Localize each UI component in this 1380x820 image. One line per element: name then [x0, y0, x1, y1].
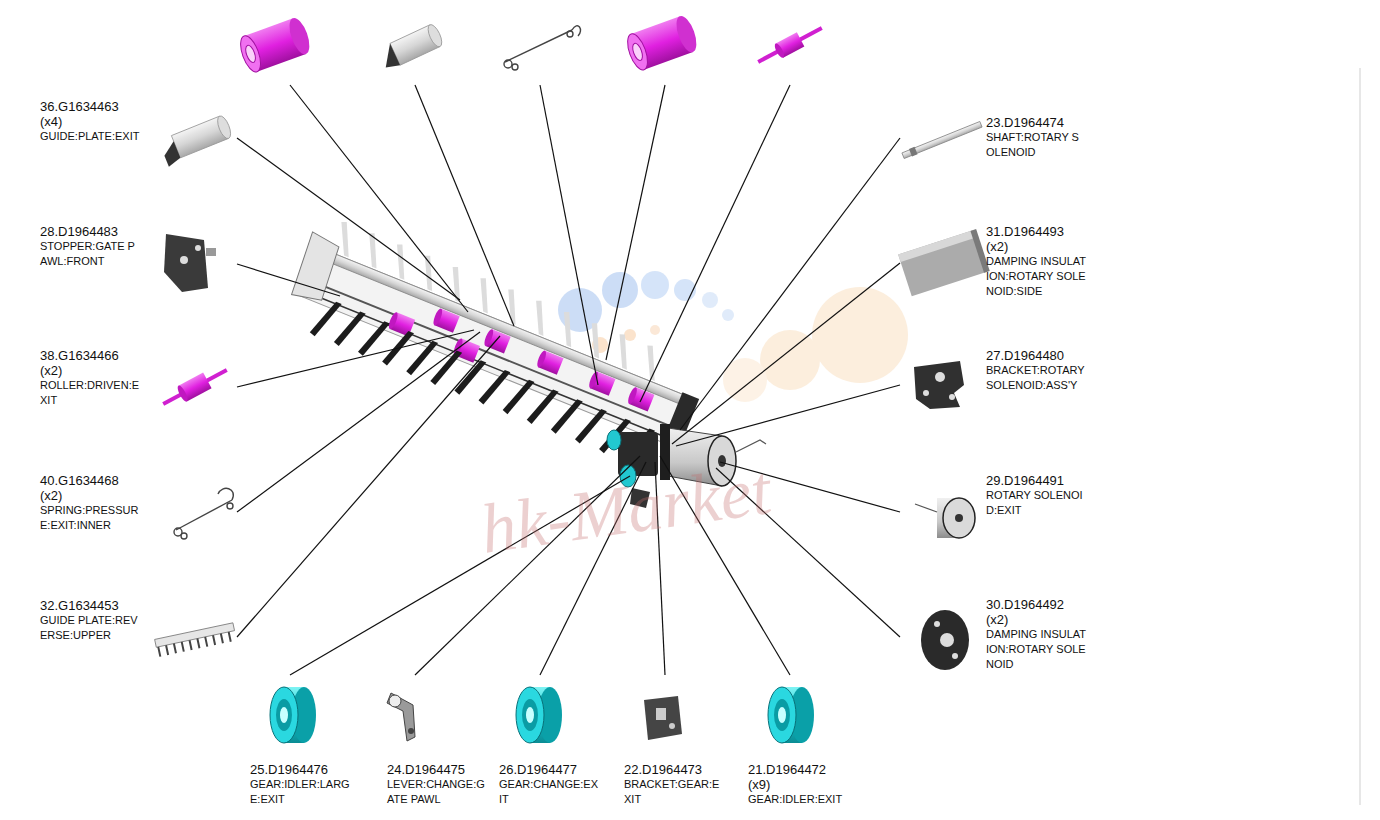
quantity: (x2): [40, 488, 148, 503]
callout-block: 22.D1964473BRACKET:GEAR:E XIT: [624, 762, 732, 807]
part-name: BRACKET:ROTARY SOLENOID:ASS'Y: [986, 363, 1094, 393]
callout-number: 23.D1964474: [986, 115, 1094, 130]
part-name: GEAR:IDLER:EXIT: [748, 792, 856, 807]
callout-number: 30.D1964492: [986, 597, 1094, 612]
callout-number: 31.D1964493: [986, 224, 1094, 239]
quantity: (x9): [748, 777, 856, 792]
part-name: GEAR:CHANGE:EX IT: [499, 777, 607, 807]
callout-number: 29.D1964491: [986, 473, 1094, 488]
part-name: GEAR:IDLER:LARG E:EXIT: [250, 777, 358, 807]
callout-block: 26.D1964477GEAR:CHANGE:EX IT: [499, 762, 607, 807]
watermark: hk-Market: [476, 450, 776, 570]
part-name: DAMPING INSULAT ION:ROTARY SOLE NOID: [986, 627, 1094, 672]
part-name: STOPPER:GATE P AWL:FRONT: [40, 239, 148, 269]
part-name: GUIDE:PLATE:EXIT: [40, 129, 148, 144]
part-name: LEVER:CHANGE:G ATE PAWL: [387, 777, 495, 807]
callout-block: 38.G1634466(x2)ROLLER:DRIVEN:E XIT: [40, 348, 148, 408]
callout-block: 21.D1964472(x9)GEAR:IDLER:EXIT: [748, 762, 856, 807]
part-name: DAMPING INSULAT ION:ROTARY SOLE NOID:SID…: [986, 254, 1094, 299]
part-name: GUIDE PLATE:REV ERSE:UPPER: [40, 613, 148, 643]
part-name: BRACKET:GEAR:E XIT: [624, 777, 732, 807]
quantity: (x2): [986, 612, 1094, 627]
quantity: (x2): [40, 363, 148, 378]
callout-block: 32.G1634453GUIDE PLATE:REV ERSE:UPPER: [40, 598, 148, 643]
callout-number: 21.D1964472: [748, 762, 856, 777]
callout-number: 27.D1964480: [986, 348, 1094, 363]
part-name: SHAFT:ROTARY S OLENOID: [986, 130, 1094, 160]
callout-number: 28.D1964483: [40, 224, 148, 239]
callout-block: 28.D1964483STOPPER:GATE P AWL:FRONT: [40, 224, 148, 269]
callout-number: 36.G1634463: [40, 99, 148, 114]
callout-number: 32.G1634453: [40, 598, 148, 613]
part-name: ROTARY SOLENOI D:EXIT: [986, 488, 1094, 518]
callout-block: 23.D1964474SHAFT:ROTARY S OLENOID: [986, 115, 1094, 160]
part-name: ROLLER:DRIVEN:E XIT: [40, 378, 148, 408]
callout-block: 24.D1964475LEVER:CHANGE:G ATE PAWL: [387, 762, 495, 807]
callout-block: 36.G1634463(x4)GUIDE:PLATE:EXIT: [40, 99, 148, 144]
callout-block: 29.D1964491ROTARY SOLENOI D:EXIT: [986, 473, 1094, 518]
callout-number: 22.D1964473: [624, 762, 732, 777]
callout-block: 27.D1964480BRACKET:ROTARY SOLENOID:ASS'Y: [986, 348, 1094, 393]
callout-block: 40.G1634468(x2)SPRING:PRESSUR E:EXIT:INN…: [40, 473, 148, 533]
callout-block: 31.D1964493(x2)DAMPING INSULAT ION:ROTAR…: [986, 224, 1094, 299]
callout-number: 25.D1964476: [250, 762, 358, 777]
callout-number: 24.D1964475: [387, 762, 495, 777]
callout-block: 25.D1964476GEAR:IDLER:LARG E:EXIT: [250, 762, 358, 807]
part-name: SPRING:PRESSUR E:EXIT:INNER: [40, 503, 148, 533]
quantity: (x4): [40, 114, 148, 129]
callout-number: 40.G1634468: [40, 473, 148, 488]
callout-number: 38.G1634466: [40, 348, 148, 363]
quantity: (x2): [986, 239, 1094, 254]
callout-number: 26.D1964477: [499, 762, 607, 777]
callout-block: 30.D1964492(x2)DAMPING INSULAT ION:ROTAR…: [986, 597, 1094, 672]
